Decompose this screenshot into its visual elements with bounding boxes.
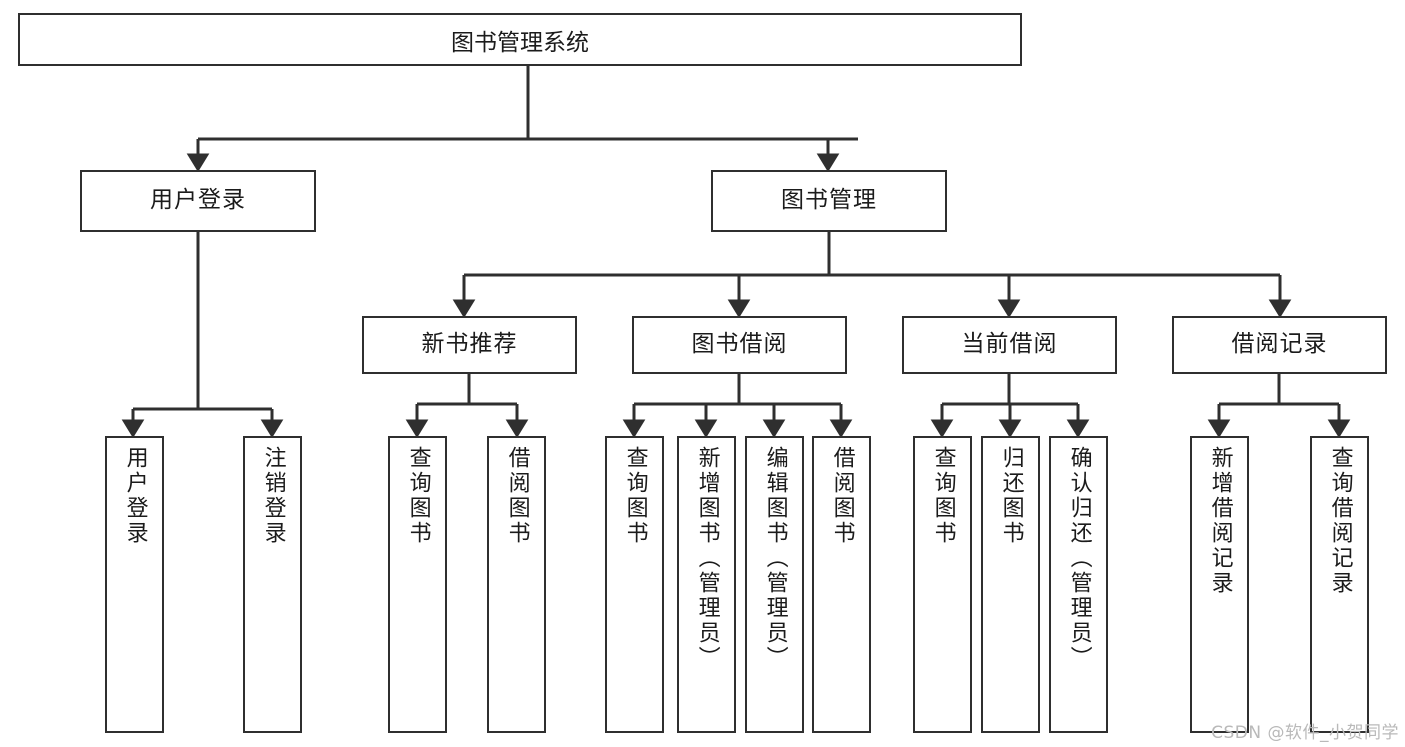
leaf-label: 查询图书 — [930, 446, 956, 546]
leaf-label: 查询图书 — [622, 446, 648, 546]
leaf-add-borrow-record[interactable]: 新增借阅记录 — [1190, 436, 1249, 733]
node-borrow-record-label: 借阅记录 — [1231, 331, 1328, 358]
leaf-label: 查询图书 — [405, 446, 431, 546]
leaf-edit-book-admin[interactable]: 编辑图书（管理员） — [745, 436, 804, 733]
leaf-confirm-return-admin[interactable]: 确认归还（管理员） — [1049, 436, 1108, 733]
node-book-borrow-label: 图书借阅 — [691, 331, 788, 358]
node-current-borrow-label: 当前借阅 — [961, 331, 1058, 358]
node-book-management[interactable]: 图书管理 — [711, 170, 947, 232]
leaf-borrow-book-recommend[interactable]: 借阅图书 — [487, 436, 546, 733]
leaf-logout[interactable]: 注销登录 — [243, 436, 302, 733]
node-root-label: 图书管理系统 — [451, 29, 589, 56]
watermark: CSDN @软件_小贺同学 — [1211, 723, 1399, 743]
leaf-query-book-recommend[interactable]: 查询图书 — [388, 436, 447, 733]
leaf-label: 查询借阅记录 — [1327, 446, 1353, 596]
leaf-query-borrow-record[interactable]: 查询借阅记录 — [1310, 436, 1369, 733]
leaf-label: 注销登录 — [260, 446, 286, 546]
leaf-label: 借阅图书 — [829, 446, 855, 546]
node-current-borrow[interactable]: 当前借阅 — [902, 316, 1117, 374]
node-book-management-label: 图书管理 — [781, 187, 877, 214]
leaf-label: 归还图书 — [998, 446, 1024, 546]
leaf-label: 用户登录 — [122, 446, 148, 546]
leaf-return-book[interactable]: 归还图书 — [981, 436, 1040, 733]
leaf-label: 确认归还（管理员） — [1066, 446, 1092, 671]
leaf-query-book-current[interactable]: 查询图书 — [913, 436, 972, 733]
node-new-book-recommend[interactable]: 新书推荐 — [362, 316, 577, 374]
node-root[interactable]: 图书管理系统 — [18, 13, 1022, 66]
node-user-login[interactable]: 用户登录 — [80, 170, 316, 232]
leaf-add-book-admin[interactable]: 新增图书（管理员） — [677, 436, 736, 733]
node-user-login-label: 用户登录 — [150, 187, 246, 214]
node-new-book-recommend-label: 新书推荐 — [421, 331, 518, 358]
leaf-query-book-borrow[interactable]: 查询图书 — [605, 436, 664, 733]
node-book-borrow[interactable]: 图书借阅 — [632, 316, 847, 374]
node-borrow-record[interactable]: 借阅记录 — [1172, 316, 1387, 374]
leaf-label: 借阅图书 — [504, 446, 530, 546]
leaf-borrow-book[interactable]: 借阅图书 — [812, 436, 871, 733]
leaf-label: 编辑图书（管理员） — [762, 446, 788, 671]
leaf-label: 新增借阅记录 — [1207, 446, 1233, 596]
leaf-label: 新增图书（管理员） — [694, 446, 720, 671]
leaf-user-login[interactable]: 用户登录 — [105, 436, 164, 733]
